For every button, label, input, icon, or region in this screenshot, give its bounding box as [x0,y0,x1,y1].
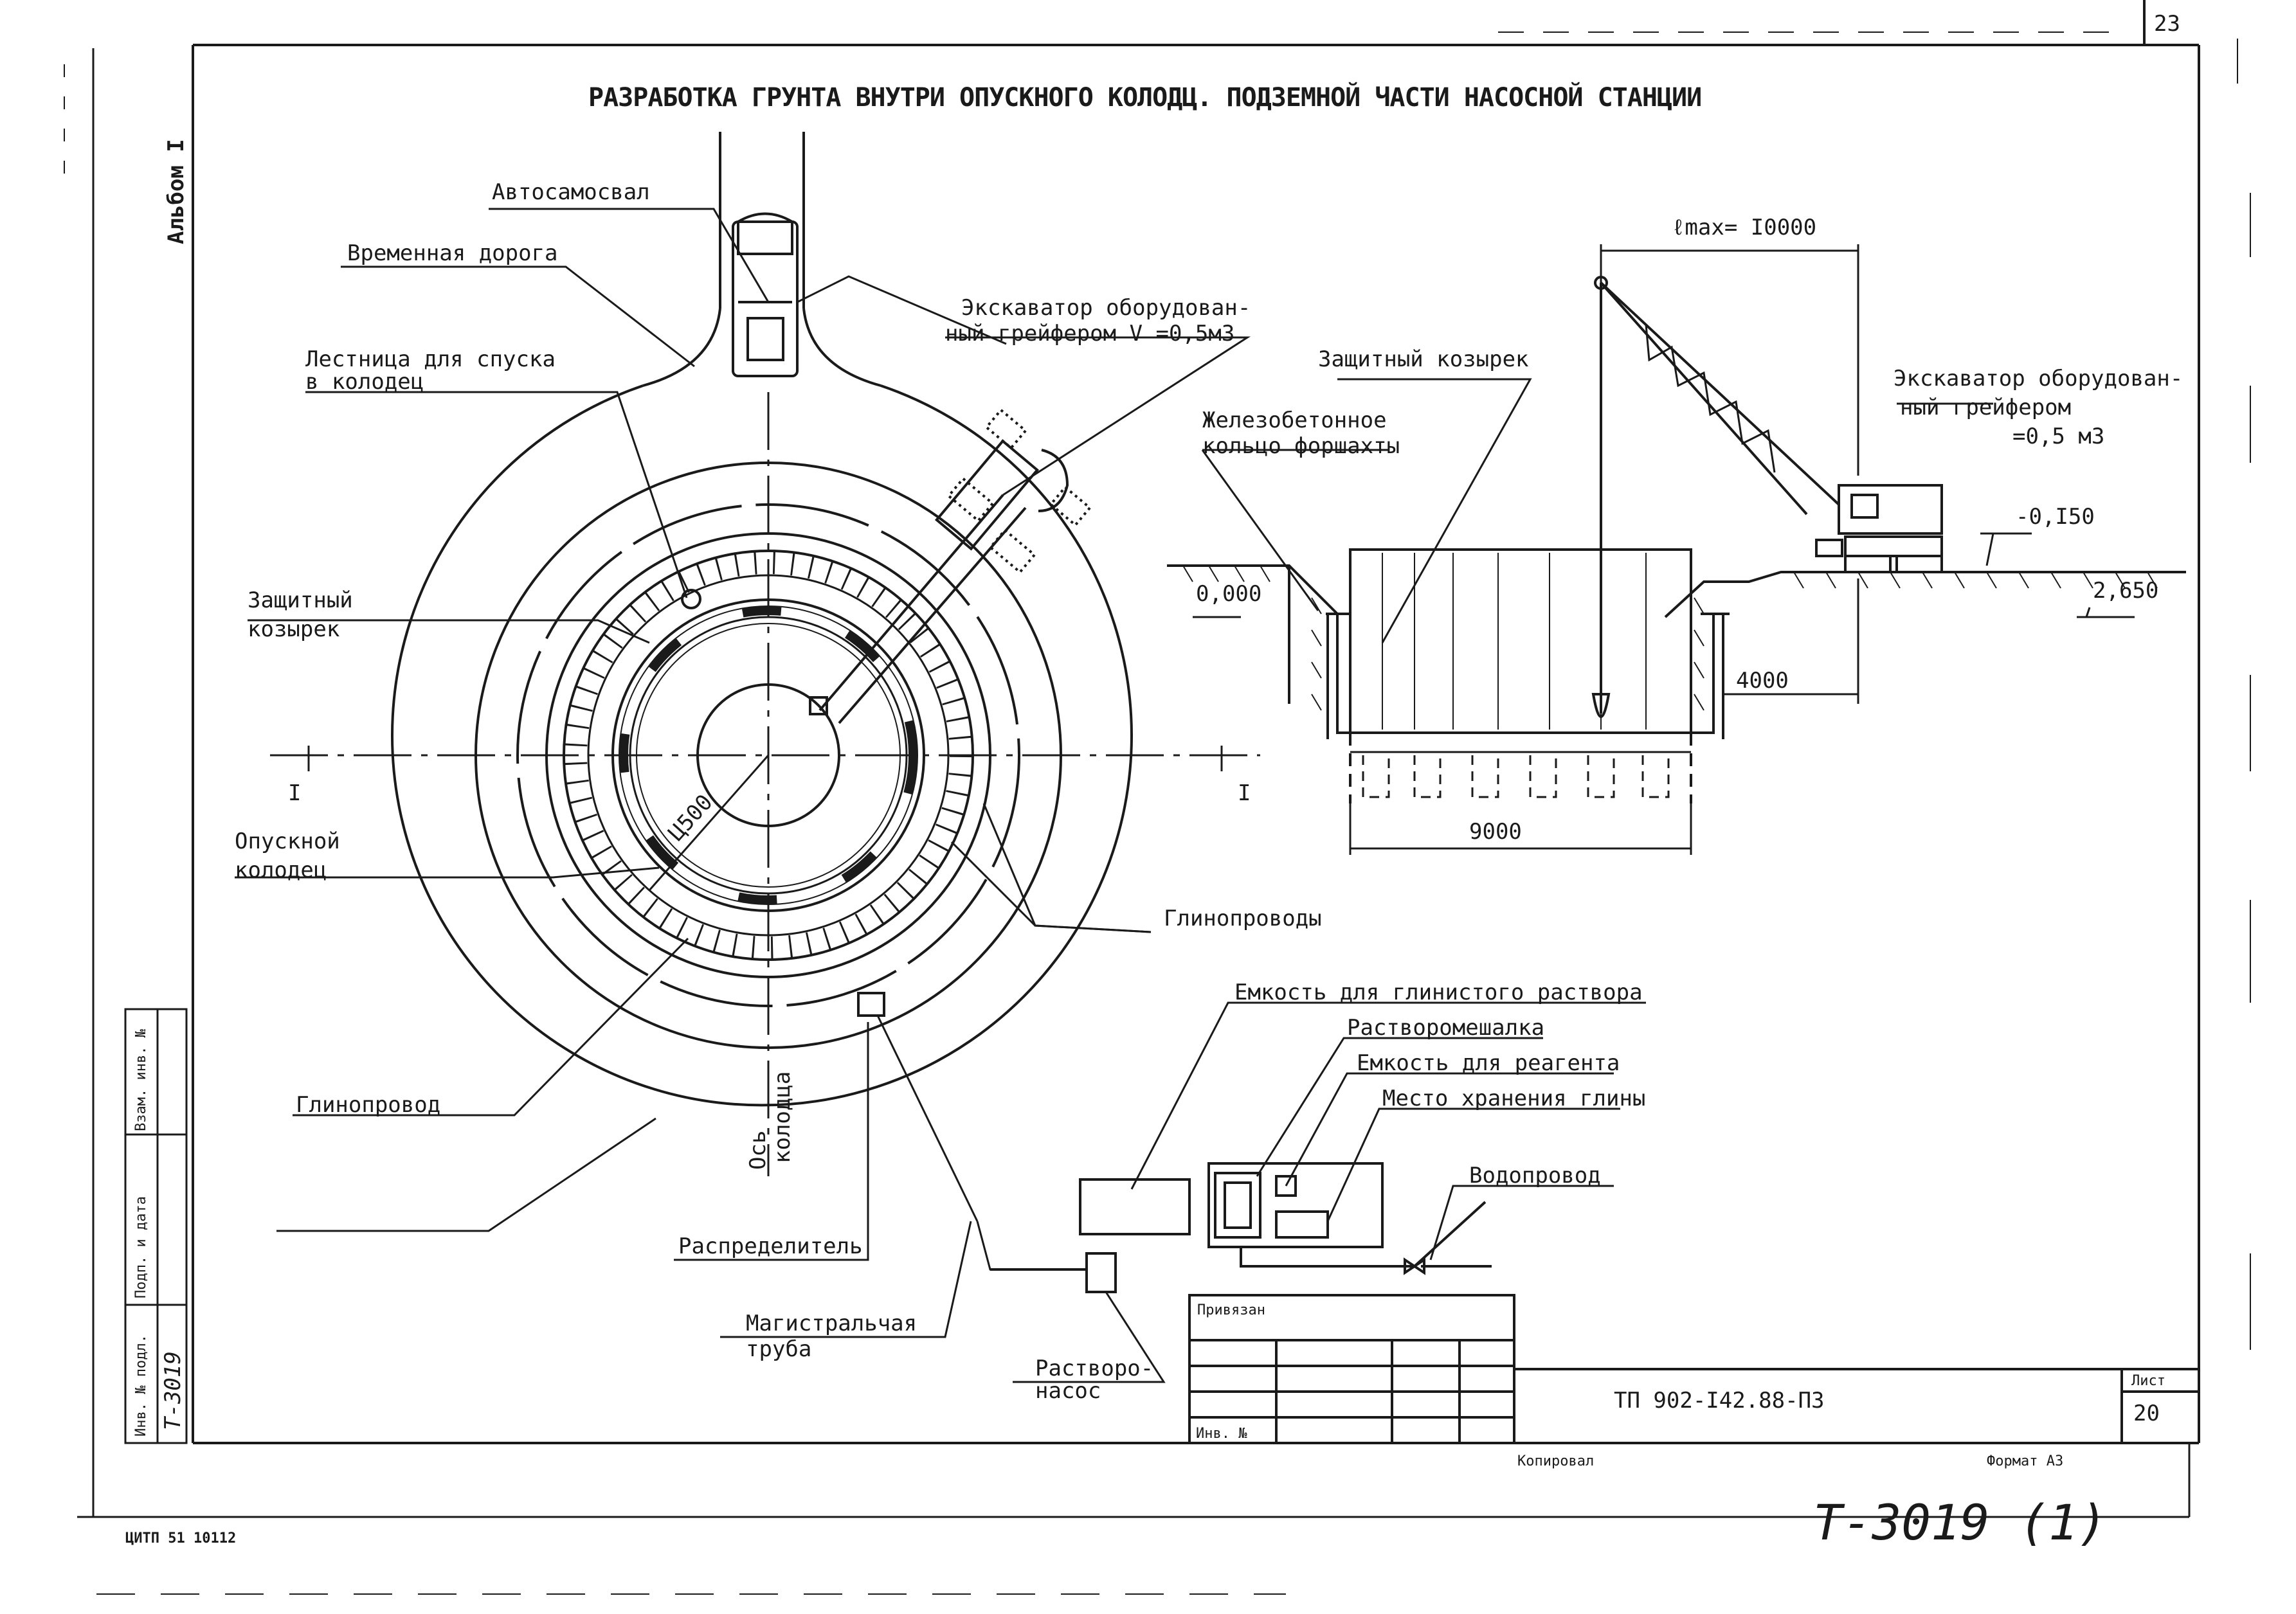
label-dim-9000: 9000 [1469,819,1522,845]
label-distributor: Распределитель [678,1233,863,1259]
title-block-bound: Привязан [1197,1302,1265,1318]
stamp-inv-value: Т-3019 [160,1351,186,1430]
sheet-frame [77,0,2200,1518]
bottom-piles [1350,751,1691,798]
plan-excavator [809,408,1092,724]
stamp-sign-date: Подп. и дата [133,1196,149,1298]
label-excavator-2: ный грейфером V =0,5м3 [945,321,1234,346]
label-ring-2: кольцо форшахты [1202,433,1400,459]
mortar-station [990,1162,1492,1293]
label-ladder-2: в колодец [305,369,424,395]
stamp-replace-inv: Взам. инв. № [133,1029,149,1131]
label-clay-storage: Место хранения глины [1382,1086,1645,1111]
label-dump-truck: Автосамосвал [492,179,650,205]
scan-marks [64,31,2251,1595]
label-lmax: ℓmax= I0000 [1672,215,1816,240]
well-axis-label-2: колодца [770,1072,795,1163]
label-clay-tank: Емкость для глинистого раствора [1234,980,1643,1005]
section-view [1167,244,2186,855]
label-mixer: Растворомешалка [1347,1015,1544,1041]
distributor-icon [857,992,885,1017]
copied-by-label: Копировал [1517,1453,1594,1469]
drawing-title: РАЗРАБОТКА ГРУНТА ВНУТРИ ОПУСКНОГО КОЛОД… [588,82,1701,112]
label-ladder-1: Лестница для спуска [305,346,556,372]
bottom-code: ЦИТП 51 10112 [125,1530,236,1547]
diameter-label: Ц500 [664,789,718,846]
label-section-excavator-2: ный грейфером [1900,395,2071,420]
mortar-leaders [1013,1001,1646,1383]
label-section-excavator-1: Экскаватор оборудован- [1894,366,2183,391]
label-reagent-tank: Емкость для реагента [1357,1050,1620,1076]
label-dim-4000: 4000 [1736,668,1789,694]
plan-labels: Автосамосвал Временная дорога Лестница д… [235,179,1322,1362]
mortar-labels: Емкость для глинистого раствора Растворо… [1035,980,1645,1404]
dump-truck [732,212,799,377]
label-elev-left: 0,000 [1196,581,1261,607]
plan-leaders [235,208,1251,1338]
label-canopy-1: Защитный [248,587,353,613]
title-block-inv-no: Инв. № [1196,1426,1247,1442]
label-pump-2: насос [1035,1378,1101,1404]
label-section-excavator-3: =0,5 м3 [2012,424,2104,449]
format-label: Формат А3 [1987,1453,2063,1469]
label-well-2: колодец [235,857,327,883]
section-mark-left: I [288,780,301,806]
label-main-pipe-1: Магистральчая [746,1311,917,1336]
title-block-sheet-label: Лист [2131,1373,2165,1389]
page-number: 23 [2154,11,2180,37]
section-leaders [1201,378,1993,643]
title-block [1188,1294,2199,1444]
archive-stamp: Т-3019 (1) [1813,1494,2108,1551]
plan-view: I I Ц500 Ось колодца [270,132,1260,1176]
ladder-icon [681,589,701,609]
label-excavator-1: Экскаватор оборудован- [961,295,1251,321]
label-water-pipe: Водопровод [1469,1163,1601,1188]
label-ring-1: Железобетонное [1202,408,1387,433]
label-elev-top: -0,I50 [2016,504,2095,530]
title-block-designation: ТП 902-I42.88-ПЗ [1614,1388,1825,1413]
label-pump-1: Растворо- [1035,1356,1153,1381]
title-block-sheet-value: 20 [2133,1401,2160,1426]
section-labels: ℓmax= I0000 Защитный козырек Железобетон… [1196,215,2183,845]
album-label: Альбом I [163,139,189,244]
label-clay-pipe: Глинопровод [296,1092,440,1118]
label-elev-right: 2,650 [2093,578,2158,604]
ground-lines [1167,564,2186,704]
pit-walls [1326,613,1730,739]
section-dimensions [1193,244,2135,855]
label-clay-pipes: Глинопроводы [1164,906,1322,931]
well-axis-label-1: Ось [745,1131,771,1170]
caisson-shell [1349,548,1692,803]
section-mark-right: I [1238,780,1251,806]
stamp-inv-orig: Инв. № подл. [133,1334,149,1437]
label-canopy-2: козырек [248,616,339,642]
label-temp-road: Временная дорога [347,240,558,266]
diameter-line [648,755,770,891]
side-stamp: Альбом I Взам. инв. № Подп. и дата Инв. … [124,139,189,1444]
label-well-1: Опускной [235,829,340,854]
ground-hatch [1182,565,2158,711]
well-rings [391,384,1133,1107]
label-section-canopy: Защитный козырек [1318,346,1529,372]
label-main-pipe-2: труба [746,1336,811,1362]
temporary-road [642,132,881,387]
center-lines [270,392,1260,1176]
